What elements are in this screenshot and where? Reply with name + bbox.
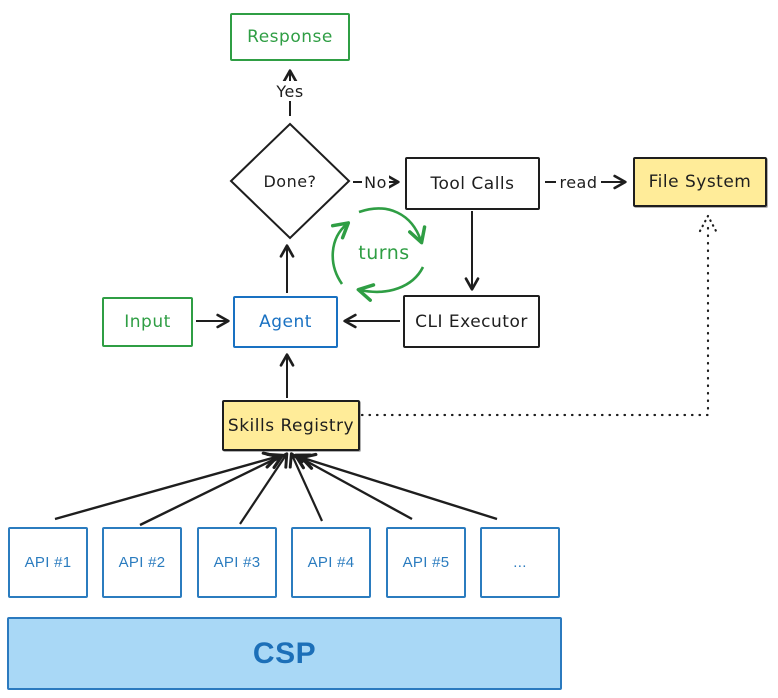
- node-tool-calls: Tool Calls: [405, 157, 540, 210]
- node-agent-label: Agent: [259, 312, 312, 332]
- turns-cycle-arc-bottom: [356, 266, 425, 302]
- node-api-1-label: API #1: [24, 554, 72, 571]
- edge-skills-to-filesystem-dotted: [360, 220, 710, 417]
- edge-api1-to-skills: [54, 451, 280, 521]
- edge-skills-to-filesystem-dotted-head: [698, 213, 718, 233]
- node-done-label: Done?: [263, 171, 317, 191]
- node-agent: Agent: [233, 296, 338, 348]
- edge-api2-to-skills: [139, 452, 285, 527]
- node-skills-registry: Skills Registry: [222, 400, 360, 451]
- turns-cycle-arc-left: [330, 221, 351, 285]
- node-api-5-label: API #5: [402, 554, 450, 571]
- node-api-more-label: ...: [513, 554, 527, 571]
- node-api-3: API #3: [197, 527, 277, 598]
- edge-label-yes: Yes: [272, 81, 308, 101]
- done-diamond-shape: [229, 122, 351, 240]
- node-cli-executor: CLI Executor: [403, 295, 540, 348]
- node-response-label: Response: [247, 27, 333, 47]
- edge-label-read: read: [556, 172, 601, 192]
- edge-label-no: No: [362, 172, 389, 192]
- node-file-system: File System: [633, 157, 767, 207]
- node-api-4: API #4: [291, 527, 371, 598]
- node-csp-label: CSP: [252, 636, 317, 670]
- node-api-4-label: API #4: [307, 554, 355, 571]
- node-api-2: API #2: [102, 527, 182, 598]
- node-response: Response: [230, 13, 350, 61]
- edge-apidots-to-skills: [299, 452, 498, 521]
- edge-api3-to-skills: [239, 452, 289, 525]
- node-file-system-label: File System: [648, 172, 752, 192]
- node-api-1: API #1: [8, 527, 88, 598]
- node-api-2-label: API #2: [118, 554, 166, 571]
- edge-api4-to-skills: [288, 452, 324, 522]
- node-csp: CSP: [7, 617, 562, 690]
- node-api-3-label: API #3: [213, 554, 261, 571]
- node-api-more: ...: [480, 527, 560, 598]
- node-api-5: API #5: [386, 527, 466, 598]
- edge-label-turns: turns: [358, 241, 410, 264]
- node-cli-executor-label: CLI Executor: [415, 311, 528, 332]
- turns-cycle-arc-top: [358, 207, 427, 245]
- node-tool-calls-label: Tool Calls: [430, 173, 515, 194]
- node-input: Input: [102, 297, 193, 347]
- node-skills-registry-label: Skills Registry: [227, 415, 355, 436]
- node-input-label: Input: [124, 312, 171, 332]
